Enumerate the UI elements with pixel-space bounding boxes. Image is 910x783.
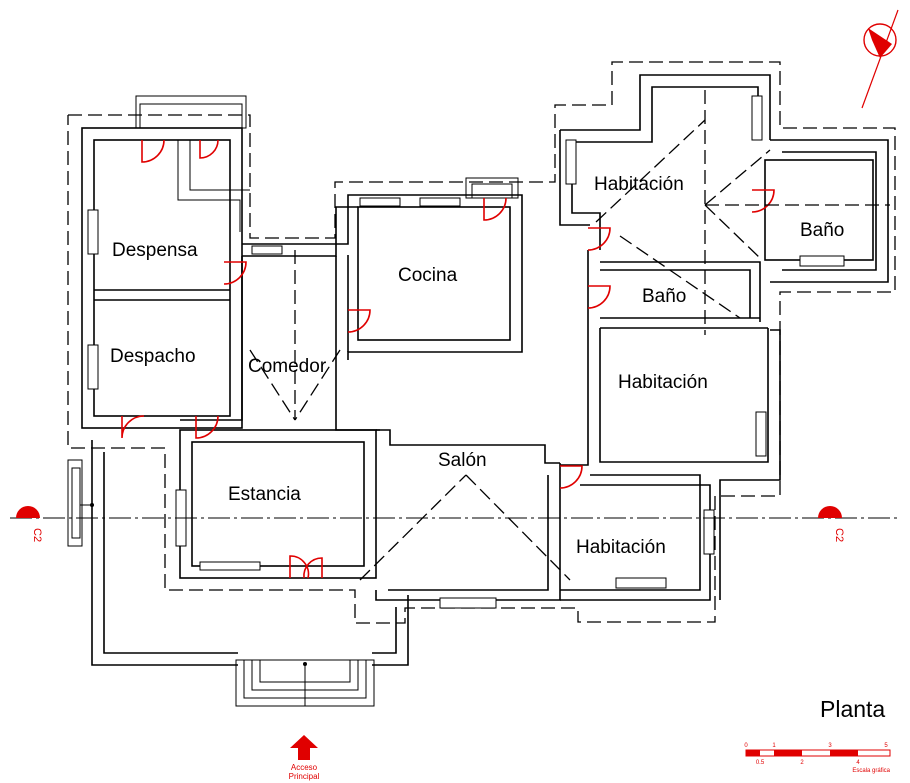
- scale-tick-1: 1: [772, 743, 776, 749]
- section-label-left: C2: [31, 528, 43, 542]
- north-arrow-icon: [861, 9, 899, 109]
- scale-tick-5: 5: [884, 743, 888, 749]
- room-label-comedor: Comedor: [248, 356, 327, 377]
- windows: [87, 95, 845, 609]
- room-label-bano-1: Baño: [800, 220, 844, 241]
- door-swings: [121, 139, 775, 579]
- roof-outline: [67, 61, 896, 624]
- scale-label: Escala gráfica: [852, 768, 890, 774]
- room-label-cocina: Cocina: [398, 265, 458, 286]
- scale-tick-4: 4: [856, 760, 860, 766]
- access-label-line2: Principal: [289, 772, 320, 781]
- room-label-despensa: Despensa: [112, 240, 198, 261]
- section-label-right: C2: [833, 528, 845, 542]
- walls: [81, 74, 889, 707]
- room-label-salon: Salón: [438, 450, 487, 471]
- section-marker-left: C2: [16, 506, 43, 542]
- room-label-habitacion-2: Habitación: [618, 372, 708, 393]
- drawing-title: Planta: [820, 696, 885, 722]
- access-label-line1: Acceso: [291, 763, 318, 772]
- section-line: [10, 459, 900, 706]
- roof-ridges: [249, 90, 890, 581]
- scale-tick-0-5: 0.5: [756, 760, 765, 766]
- scale-tick-2: 2: [800, 760, 804, 766]
- room-label-bano-2: Baño: [642, 286, 686, 307]
- scale-tick-0: 0: [744, 743, 748, 749]
- scale-bar: [745, 749, 891, 757]
- room-label-despacho: Despacho: [110, 346, 196, 367]
- room-label-habitacion-3: Habitación: [576, 537, 666, 558]
- access-arrow-icon: [290, 735, 318, 760]
- section-marker-right: C2: [818, 506, 845, 542]
- scale-tick-3: 3: [828, 743, 832, 749]
- room-label-estancia: Estancia: [228, 484, 301, 505]
- room-label-habitacion-1: Habitación: [594, 174, 684, 195]
